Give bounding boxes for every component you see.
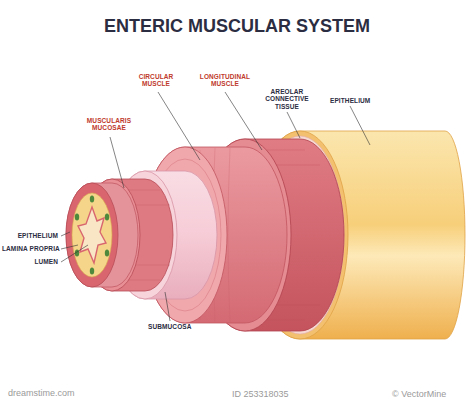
lumen	[78, 207, 106, 263]
watermark: © VectorMine	[392, 389, 446, 399]
part-label: CIRCULAR MUSCLE	[136, 73, 176, 88]
mucosa	[66, 183, 138, 287]
lamina-propria	[72, 193, 112, 277]
part-label: AREOLAR CONNECTIVE TISSUE	[254, 88, 320, 110]
diagram-title: ENTERIC MUSCULAR SYSTEM	[104, 16, 370, 37]
part-label: MUSCULARIS MUCOSAE	[86, 117, 132, 132]
watermark: dreamstime.com	[8, 388, 75, 398]
part-label: LAMINA PROPRIA	[2, 245, 60, 252]
gland-dots	[75, 196, 109, 275]
part-label: EPITHELIUM	[330, 97, 370, 104]
part-label: SUBMUCOSA	[148, 323, 192, 330]
leader-lines	[61, 92, 370, 321]
part-label: EPITHELIUM	[18, 232, 58, 239]
watermark: ID 253318035	[232, 389, 289, 399]
part-label: LONGITUDINAL MUSCLE	[198, 73, 252, 88]
part-label: LUMEN	[34, 258, 58, 265]
epithelium-ring	[66, 183, 118, 287]
